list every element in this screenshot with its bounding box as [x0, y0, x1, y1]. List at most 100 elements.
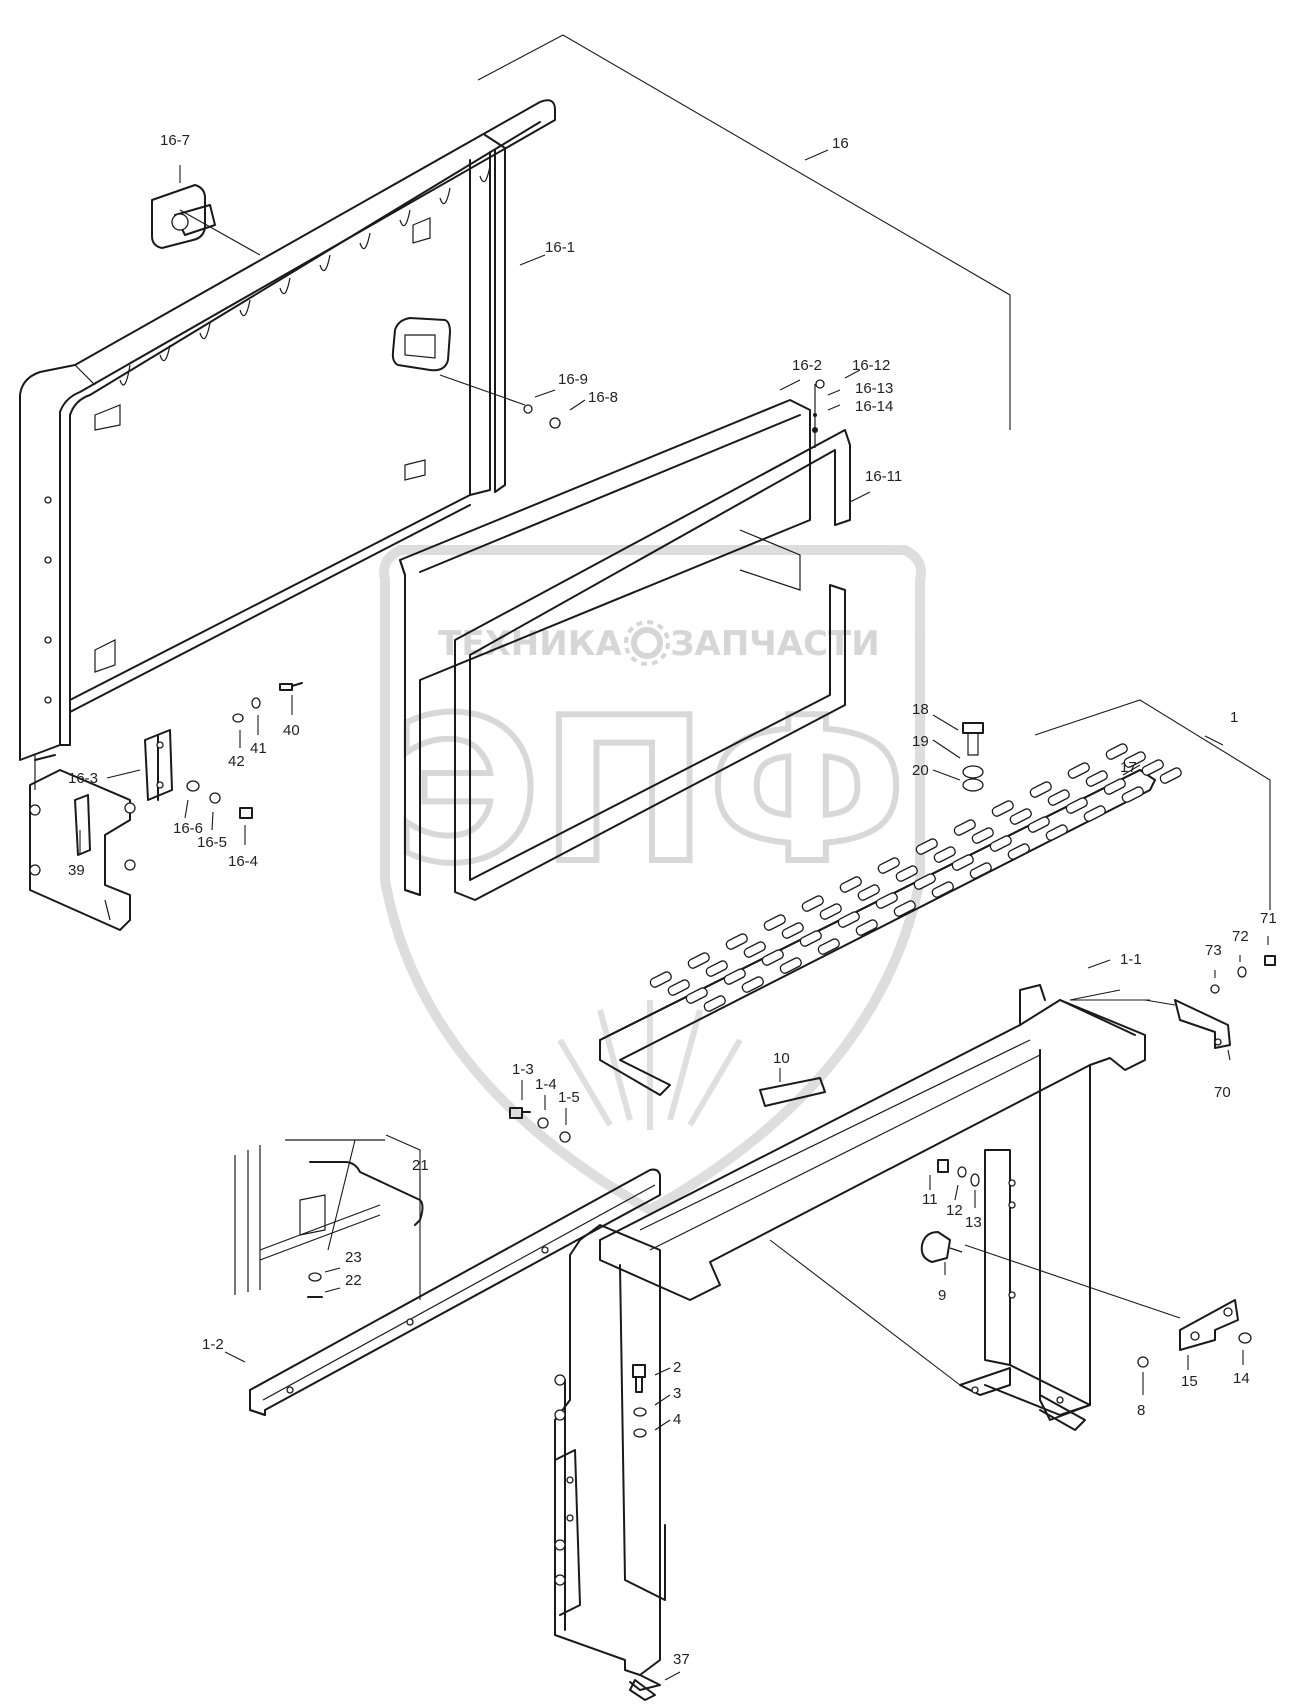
- callout-70: 70: [1214, 1084, 1231, 1101]
- grille-slot: [1105, 743, 1128, 760]
- grille-slot: [915, 838, 938, 855]
- callout-16-11: 16-11: [865, 468, 902, 485]
- grille-slot: [799, 930, 822, 947]
- callout-71: 71: [1260, 910, 1277, 927]
- grille-slot: [723, 968, 746, 985]
- grille-slot: [971, 827, 994, 844]
- bolt-18: [962, 722, 984, 792]
- grille-slot: [875, 892, 898, 909]
- fasteners-16-4-16-6: [186, 780, 253, 819]
- grille-slot: [877, 857, 900, 874]
- grille-slot: [1065, 797, 1088, 814]
- grille-slot: [933, 846, 956, 863]
- grille-slot: [913, 873, 936, 890]
- fasteners-40-42: [232, 682, 303, 723]
- grille-slot: [969, 862, 992, 879]
- callout-1-5: 1-5: [558, 1089, 580, 1106]
- grille-slot: [817, 938, 840, 955]
- fasteners-71-73: [1210, 955, 1276, 994]
- grille-slot: [761, 949, 784, 966]
- callout-16-3: 16-3: [68, 770, 98, 787]
- callout-8: 8: [1137, 1402, 1145, 1419]
- callout-1: 1: [1230, 709, 1238, 726]
- watermark-shield: [379, 545, 926, 1216]
- grille-slot: [1067, 762, 1090, 779]
- grille-slot: [1045, 824, 1068, 841]
- callout-16-1: 16-1: [545, 239, 575, 256]
- bracket-70: [1174, 999, 1231, 1049]
- grille-slot: [705, 960, 728, 977]
- wear-strip-10: [759, 1077, 826, 1107]
- grille-slot: [1029, 781, 1052, 798]
- callout-16-14: 16-14: [855, 398, 893, 415]
- callout-1-2: 1-2: [202, 1336, 224, 1353]
- grille-slot: [1141, 759, 1164, 776]
- grille-slot: [857, 884, 880, 901]
- watermark-logo: ЭПФ: [394, 675, 907, 908]
- latch-16-7: [151, 184, 216, 249]
- door-frame-16-1: [19, 99, 556, 761]
- callout-10: 10: [773, 1050, 790, 1067]
- callout-16-4: 16-4: [228, 853, 258, 870]
- watermark-text-left: ТЕХНИКА: [438, 624, 622, 664]
- callout-18: 18: [912, 701, 929, 718]
- support-leg-left: [554, 1224, 666, 1691]
- callout-72: 72: [1232, 928, 1249, 945]
- callout-2: 2: [673, 1359, 681, 1376]
- grille-slot: [1121, 786, 1144, 803]
- foot-37: [629, 1679, 656, 1701]
- callout-16-9: 16-9: [558, 371, 588, 388]
- grille-slot: [837, 911, 860, 928]
- callout-12: 12: [946, 1202, 963, 1219]
- grille-slot: [1007, 843, 1030, 860]
- grille-slot: [1103, 778, 1126, 795]
- callout-15: 15: [1181, 1373, 1198, 1390]
- cab-detail-21: [234, 1139, 424, 1298]
- callout-16-5: 16-5: [197, 834, 227, 851]
- leader-lines: [79, 34, 1271, 1681]
- grille-slot: [801, 895, 824, 912]
- callout-22: 22: [345, 1272, 362, 1289]
- callout-16-2: 16-2: [792, 357, 822, 374]
- grille-slot: [779, 957, 802, 974]
- grille-slot: [855, 919, 878, 936]
- callout-1-1: 1-1: [1120, 951, 1142, 968]
- callout-21: 21: [412, 1157, 429, 1174]
- callout-19: 19: [912, 733, 929, 750]
- fasteners-1-3-1-5: [509, 1107, 571, 1143]
- grille-slot: [703, 995, 726, 1012]
- grille-slot: [839, 876, 862, 893]
- callout-37: 37: [673, 1651, 690, 1668]
- grille-slot: [725, 933, 748, 950]
- grille-slot: [743, 941, 766, 958]
- grille-slot: [741, 976, 764, 993]
- fasteners-2-4: [632, 1364, 647, 1438]
- grille-slot: [991, 800, 1014, 817]
- callout-4: 4: [673, 1411, 681, 1428]
- callout-73: 73: [1205, 942, 1222, 959]
- grille-slot: [953, 819, 976, 836]
- grille-slot: [1085, 770, 1108, 787]
- callout-16-13: 16-13: [855, 380, 893, 397]
- watermark-wheat-icon: [557, 1000, 743, 1130]
- grille-slot: [667, 979, 690, 996]
- fasteners-16-12-16-14: [812, 379, 825, 448]
- callout-3: 3: [673, 1385, 681, 1402]
- callout-9: 9: [938, 1287, 946, 1304]
- grille-slot: [989, 835, 1012, 852]
- callout-16-12: 16-12: [852, 357, 890, 374]
- grille-slot: [649, 971, 672, 988]
- grille-slot: [1123, 751, 1146, 768]
- callout-labels: 16 16-7 16-1 16-9 16-8 16-2 16-12 16-13 …: [68, 132, 1277, 1668]
- beam-1-2: [249, 1168, 661, 1416]
- nut-14: [1238, 1332, 1252, 1344]
- fasteners-11-13: [937, 1159, 980, 1187]
- grille-slot: [1159, 767, 1182, 784]
- grille-slot: [1083, 805, 1106, 822]
- callout-17: 17: [1120, 759, 1137, 776]
- callout-1-4: 1-4: [535, 1076, 557, 1093]
- callout-16-6: 16-6: [173, 820, 203, 837]
- grille-slot: [1047, 789, 1070, 806]
- seal-frame-16-11: [454, 429, 851, 901]
